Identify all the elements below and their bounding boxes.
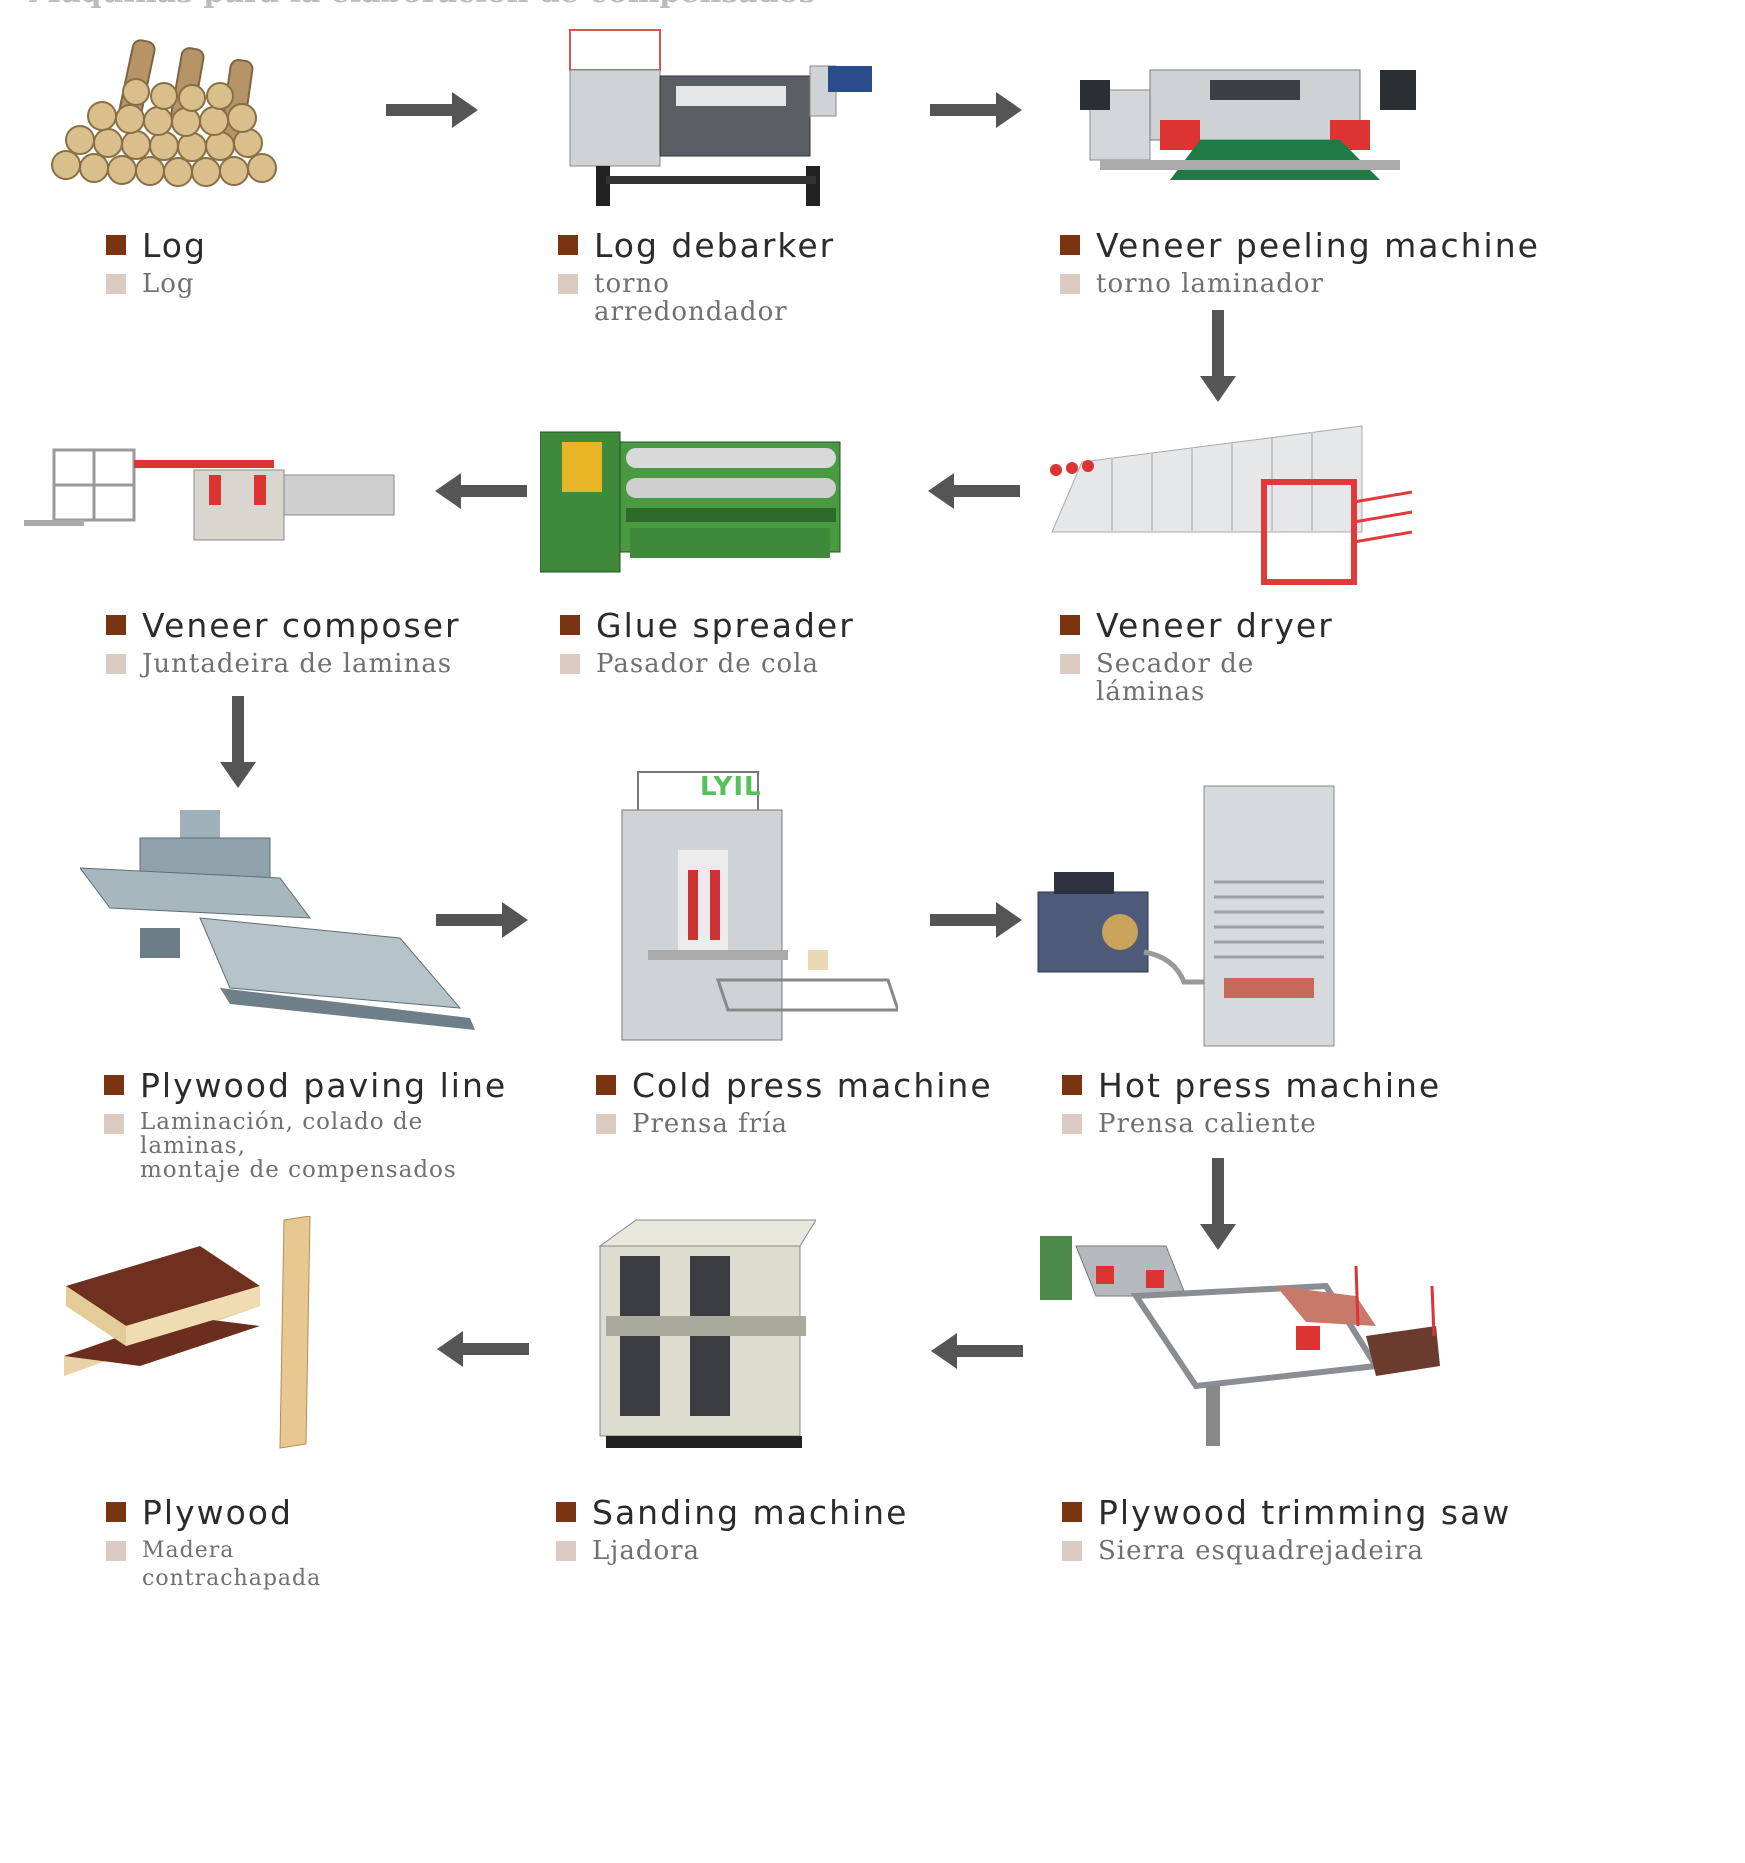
step-title: Plywood trimming saw — [1098, 1492, 1512, 1532]
step-title: Plywood paving line — [140, 1065, 508, 1105]
bullet-primary-icon — [558, 235, 578, 255]
bullet-primary-icon — [1062, 1075, 1082, 1095]
page-title: Máquinas para la elaboración de compensa… — [28, 0, 1078, 8]
veneer-composer-image — [24, 448, 395, 541]
bullet-secondary-icon — [1060, 654, 1080, 674]
step-title: Veneer dryer — [1096, 605, 1334, 645]
bullet-primary-icon — [106, 235, 126, 255]
step-subtitle: Prensa fría — [632, 1109, 789, 1139]
step-subtitle: torno laminador — [1096, 269, 1324, 299]
brand-logo: LYIL — [700, 772, 762, 802]
arrow-left-icon — [931, 1333, 1023, 1369]
step-title: Plywood — [142, 1492, 293, 1532]
glue-spreader-image — [540, 431, 841, 573]
bullet-primary-icon — [1060, 615, 1080, 635]
bullet-primary-icon — [1060, 235, 1080, 255]
bullet-secondary-icon — [1060, 274, 1080, 294]
plywood-trimming-saw-image — [1040, 1236, 1440, 1446]
veneer-peeling-machine-image — [1080, 69, 1416, 180]
arrow-left-icon — [435, 473, 527, 509]
veneer-dryer-image — [1050, 425, 1413, 585]
bullet-secondary-icon — [1062, 1114, 1082, 1134]
arrow-right-icon — [930, 902, 1022, 938]
step-subtitle: Madera contrachapada — [142, 1538, 322, 1591]
arrow-right-icon — [930, 92, 1022, 128]
log-pile-image — [51, 39, 277, 187]
step-title: Hot press machine — [1098, 1065, 1442, 1105]
arrow-down-icon — [220, 696, 256, 788]
bullet-primary-icon — [1062, 1502, 1082, 1522]
step-title: Cold press machine — [632, 1065, 993, 1105]
bullet-primary-icon — [104, 1075, 124, 1095]
bullet-primary-icon — [596, 1075, 616, 1095]
arrow-right-icon — [436, 902, 528, 938]
bullet-primary-icon — [560, 615, 580, 635]
bullet-secondary-icon — [596, 1114, 616, 1134]
step-subtitle: Pasador de cola — [596, 649, 819, 679]
cold-press-machine-image — [621, 771, 898, 1041]
step-subtitle: Log — [142, 269, 195, 299]
hot-press-machine-image — [1037, 785, 1335, 1047]
step-title: Log — [142, 225, 207, 265]
step-subtitle: Ljadora — [592, 1536, 701, 1566]
step-title: Veneer peeling machine — [1096, 225, 1540, 265]
step-title: Sanding machine — [592, 1492, 909, 1532]
arrow-left-icon — [928, 473, 1020, 509]
bullet-secondary-icon — [1062, 1541, 1082, 1561]
log-debarker-image — [569, 29, 872, 206]
arrow-down-icon — [1200, 1158, 1236, 1250]
bullet-secondary-icon — [560, 654, 580, 674]
bullet-secondary-icon — [106, 654, 126, 674]
step-title: Veneer composer — [142, 605, 461, 645]
bullet-secondary-icon — [558, 274, 578, 294]
step-subtitle: Laminación, colado de laminas, montaje d… — [140, 1109, 457, 1183]
arrow-left-icon — [437, 1331, 529, 1367]
plywood-paving-line-image — [80, 810, 475, 1030]
bullet-primary-icon — [106, 1502, 126, 1522]
bullet-secondary-icon — [556, 1541, 576, 1561]
bullet-primary-icon — [106, 615, 126, 635]
step-subtitle: Secador de láminas — [1096, 649, 1255, 707]
step-subtitle: torno arredondador — [594, 269, 788, 327]
bullet-secondary-icon — [106, 274, 126, 294]
step-subtitle: Prensa caliente — [1098, 1109, 1317, 1139]
step-title: Glue spreader — [596, 605, 855, 645]
bullet-primary-icon — [556, 1502, 576, 1522]
bullet-secondary-icon — [104, 1114, 124, 1134]
bullet-secondary-icon — [106, 1541, 126, 1561]
sanding-machine-image — [598, 1219, 816, 1448]
arrow-down-icon — [1200, 310, 1236, 402]
plywood-panels-image — [64, 1216, 311, 1449]
step-title: Log debarker — [594, 225, 836, 265]
step-subtitle: Sierra esquadrejadeira — [1098, 1536, 1425, 1566]
step-subtitle: Juntadeira de laminas — [142, 649, 453, 679]
arrow-right-icon — [386, 92, 478, 128]
